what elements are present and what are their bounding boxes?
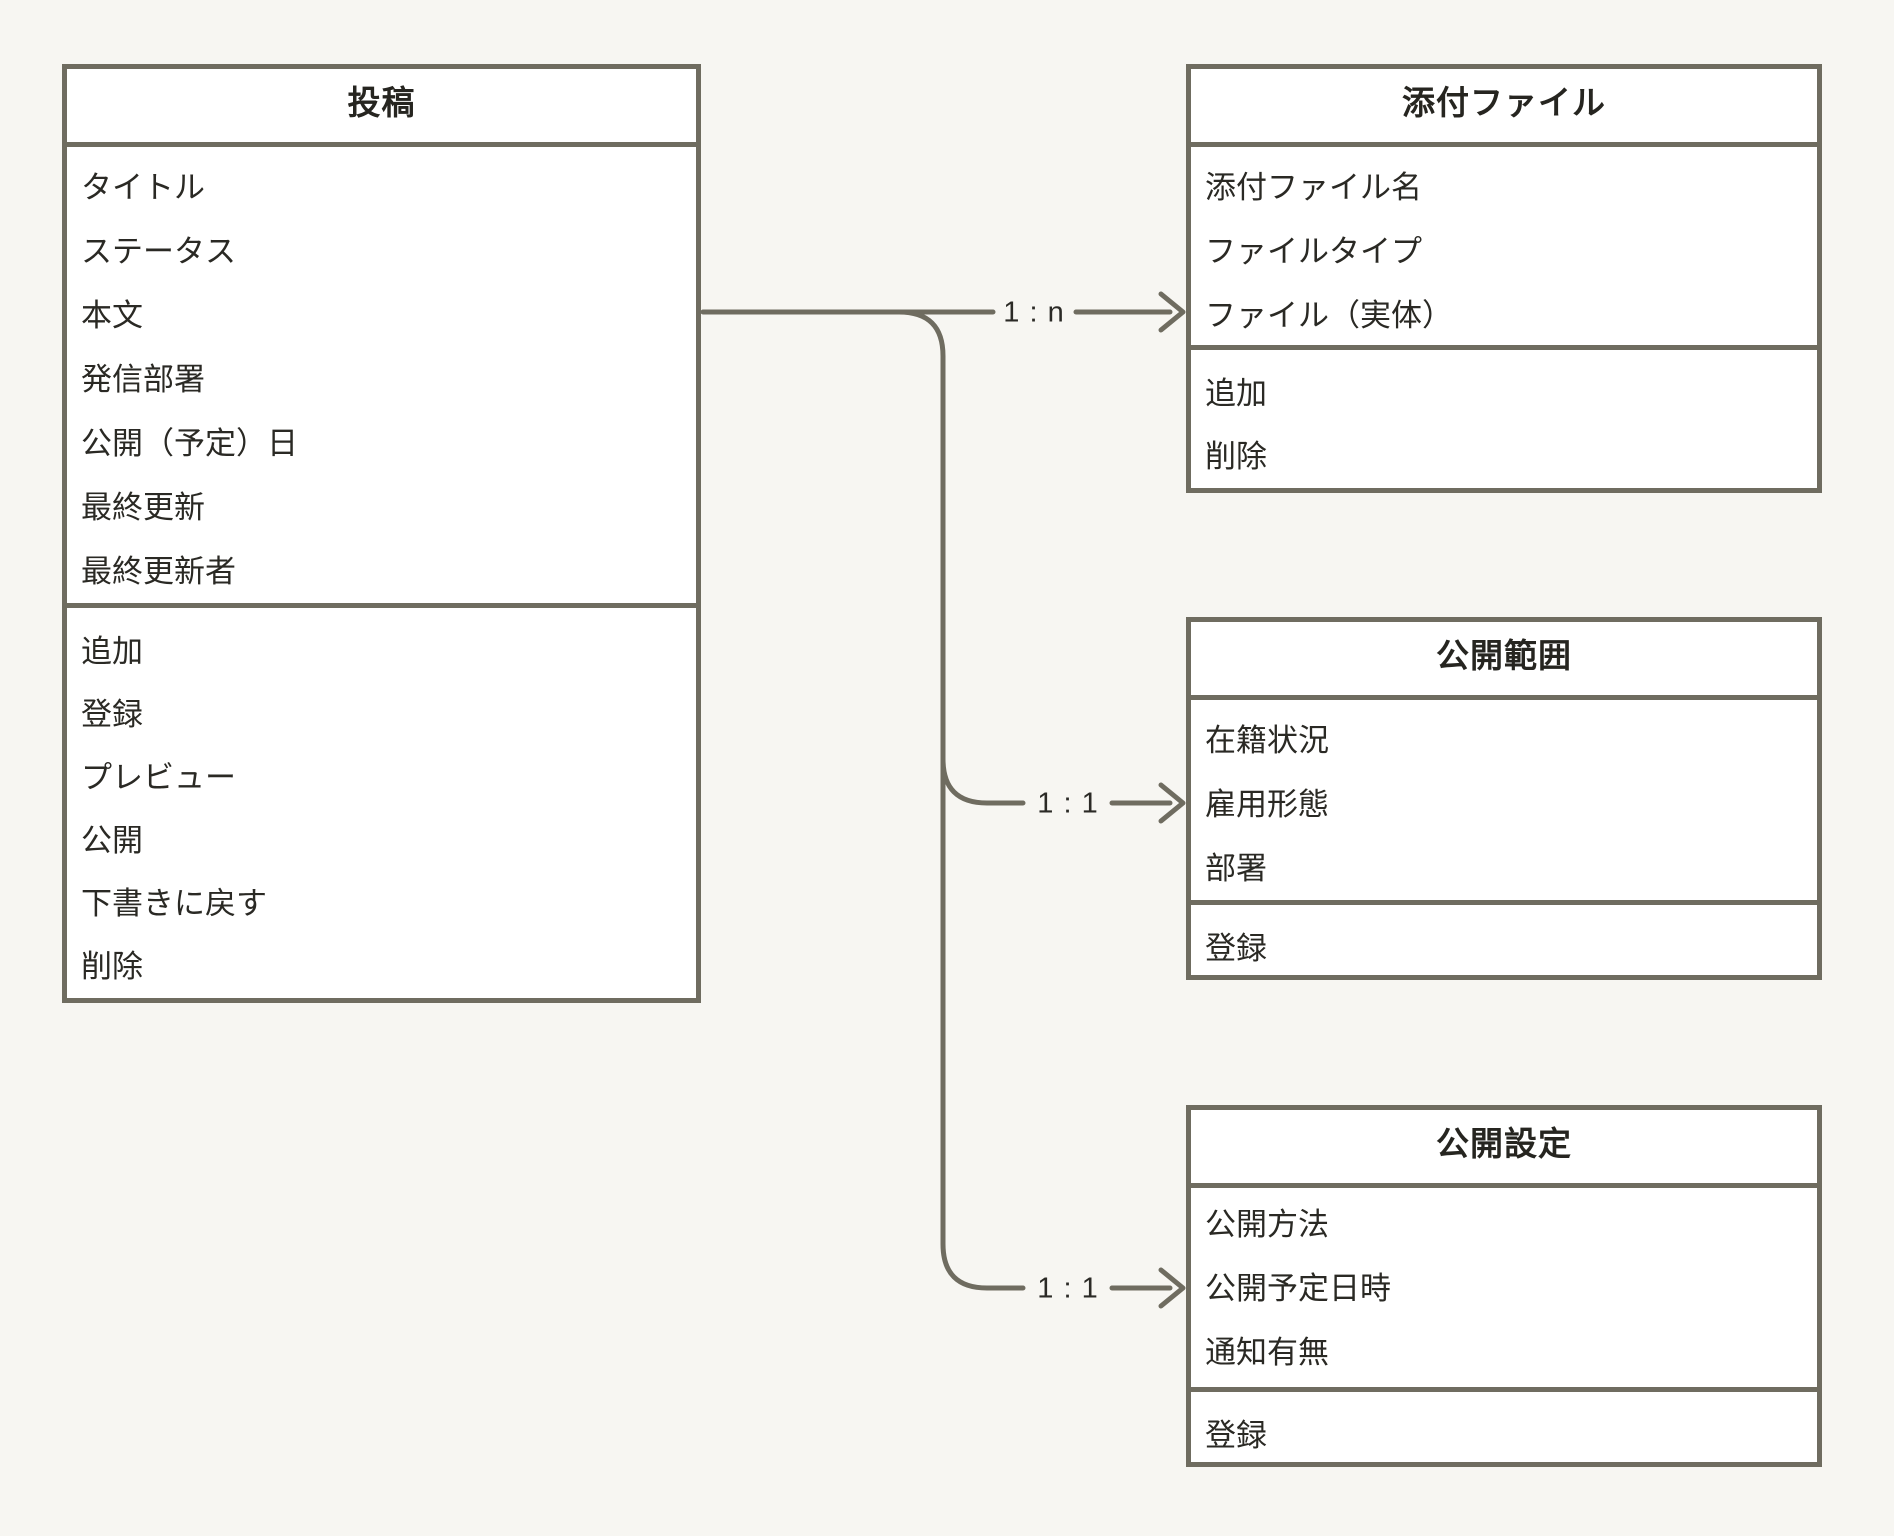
action-row: 追加 — [81, 634, 143, 669]
connector-post-to-scope-line — [940, 756, 1026, 806]
entity-post-title: 投稿 — [67, 69, 696, 147]
entity-post: 投稿 タイトル ステータス 本文 発信部署 公開（予定）日 最終更新 最終更新者… — [62, 64, 701, 1003]
field-row: 公開方法 — [1205, 1207, 1329, 1242]
field-row: 公開（予定）日 — [81, 426, 298, 461]
field-row: 発信部署 — [81, 362, 205, 397]
entity-attachment-fields: 添付ファイル名 ファイルタイプ ファイル（実体） — [1191, 147, 1817, 350]
field-row: 本文 — [81, 298, 143, 333]
relation-label-post-settings: 1 : 1 — [1037, 1272, 1099, 1305]
action-row: プレビュー — [81, 760, 236, 795]
relation-label-post-scope: 1 : 1 — [1037, 787, 1099, 820]
field-row: ステータス — [81, 234, 236, 269]
field-row: 最終更新者 — [81, 554, 236, 589]
entity-scope-fields: 在籍状況 雇用形態 部署 — [1191, 700, 1817, 905]
entity-settings: 公開設定 公開方法 公開予定日時 通知有無 登録 — [1186, 1105, 1822, 1467]
entity-attachment-title: 添付ファイル — [1191, 69, 1817, 147]
action-row: 登録 — [1205, 931, 1267, 966]
entity-scope: 公開範囲 在籍状況 雇用形態 部署 登録 — [1186, 617, 1822, 980]
entity-settings-actions: 登録 — [1191, 1392, 1817, 1462]
entity-settings-title: 公開設定 — [1191, 1110, 1817, 1188]
field-row: ファイルタイプ — [1205, 234, 1422, 269]
field-row: 部署 — [1205, 851, 1267, 886]
field-row: 雇用形態 — [1205, 787, 1329, 822]
connector-trunk-line — [896, 309, 1026, 1291]
entity-scope-title: 公開範囲 — [1191, 622, 1817, 700]
relation-label-post-attachment: 1 : n — [1003, 296, 1065, 329]
field-row: 通知有無 — [1205, 1335, 1329, 1370]
entity-settings-fields: 公開方法 公開予定日時 通知有無 — [1191, 1188, 1817, 1392]
entity-attachment-actions: 追加 削除 — [1191, 350, 1817, 488]
field-row: 最終更新 — [81, 490, 205, 525]
action-row: 登録 — [1205, 1418, 1267, 1453]
field-row: ファイル（実体） — [1205, 298, 1453, 333]
arrowhead-icon — [1158, 782, 1186, 824]
action-row: 追加 — [1205, 376, 1267, 411]
field-row: 在籍状況 — [1205, 723, 1329, 758]
action-row: 削除 — [1205, 439, 1267, 474]
entity-post-actions: 追加 登録 プレビュー 公開 下書きに戻す 削除 — [67, 608, 696, 998]
field-row: タイトル — [81, 170, 205, 205]
action-row: 下書きに戻す — [81, 886, 267, 921]
action-row: 公開 — [81, 823, 143, 858]
entity-post-fields: タイトル ステータス 本文 発信部署 公開（予定）日 最終更新 最終更新者 — [67, 147, 696, 608]
arrowhead-icon — [1158, 291, 1186, 333]
action-row: 削除 — [81, 949, 143, 984]
field-row: 公開予定日時 — [1205, 1271, 1391, 1306]
arrowhead-icon — [1158, 1267, 1186, 1309]
entity-scope-actions: 登録 — [1191, 905, 1817, 975]
field-row: 添付ファイル名 — [1205, 170, 1422, 205]
action-row: 登録 — [81, 697, 143, 732]
entity-attachment: 添付ファイル 添付ファイル名 ファイルタイプ ファイル（実体） 追加 削除 — [1186, 64, 1822, 493]
